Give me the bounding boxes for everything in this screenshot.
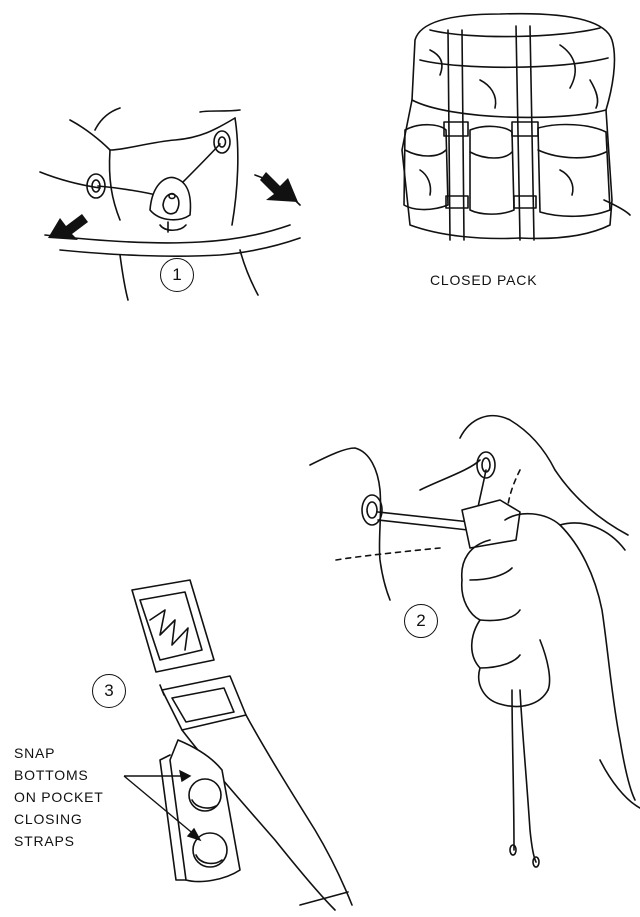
snap-callout-line: CLOSING bbox=[14, 808, 104, 830]
step-3-marker: 3 bbox=[92, 674, 126, 708]
closed-pack-figure bbox=[402, 14, 630, 240]
snap-callout-line: SNAP bbox=[14, 742, 104, 764]
step-2-marker: 2 bbox=[404, 604, 438, 638]
push-arrow-right bbox=[260, 172, 298, 202]
snap-callout-line: STRAPS bbox=[14, 830, 104, 852]
step-1-marker: 1 bbox=[160, 258, 194, 292]
snap-strap-figure bbox=[132, 580, 352, 910]
tighten-cord-figure bbox=[310, 416, 640, 867]
push-arrow-left bbox=[48, 214, 88, 240]
snap-callout-line: ON POCKET bbox=[14, 786, 104, 808]
snap-callout-text: SNAP BOTTOMS ON POCKET CLOSING STRAPS bbox=[14, 742, 104, 852]
snap-callout-line: BOTTOMS bbox=[14, 764, 104, 786]
closed-pack-caption: CLOSED PACK bbox=[430, 272, 537, 288]
